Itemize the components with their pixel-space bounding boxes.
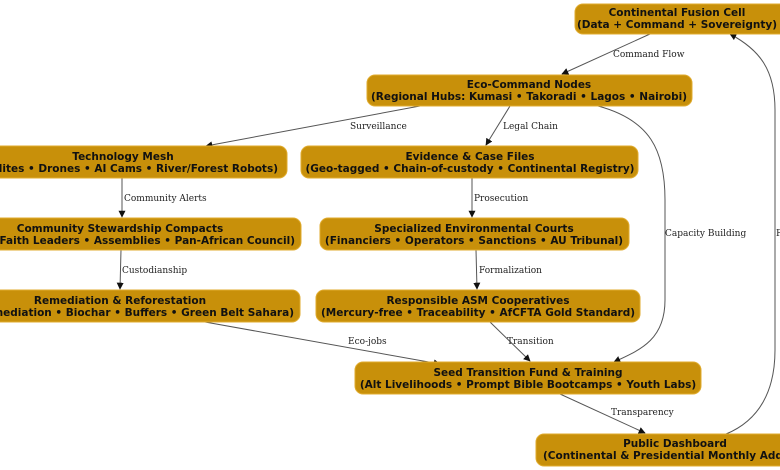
node-community-stewardship-compacts: Community Stewardship Compacts Faith Lea… xyxy=(0,217,302,251)
edge-label: F xyxy=(776,229,780,239)
node-title: Technology Mesh xyxy=(72,151,173,163)
edge-label: Transparency xyxy=(611,408,675,418)
edge-remediation-seed: Eco-jobs xyxy=(204,321,441,367)
node-subtitle: (Financiers • Operators • Sanctions • AU… xyxy=(325,235,623,247)
node-subtitle: (Data + Command + Sovereignty) xyxy=(577,19,777,31)
node-responsible-asm-cooperatives: Responsible ASM Cooperatives (Mercury-fr… xyxy=(315,289,641,323)
edge-tech-community: Community Alerts xyxy=(118,178,207,218)
edge-evidence-courts: Prosecution xyxy=(468,178,528,218)
node-title: Seed Transition Fund & Training xyxy=(433,367,622,379)
edge-label: Custodianship xyxy=(122,266,187,276)
node-remediation-reforestation: Remediation & Reforestation mediation • … xyxy=(0,289,301,323)
edge-label: Legal Chain xyxy=(503,122,558,132)
edge-label: Surveillance xyxy=(350,122,407,132)
edge-label: Eco-jobs xyxy=(348,337,387,347)
edge-courts-asm: Formalization xyxy=(473,249,542,290)
edge-label: Command Flow xyxy=(613,50,685,60)
node-eco-command-nodes: Eco-Command Nodes (Regional Hubs: Kumasi… xyxy=(366,74,693,107)
edge-label: Formalization xyxy=(479,266,542,276)
node-title: Continental Fusion Cell xyxy=(609,7,746,19)
node-title: Eco-Command Nodes xyxy=(467,79,591,91)
node-evidence-case-files: Evidence & Case Files (Geo-tagged • Chai… xyxy=(300,145,639,179)
node-subtitle: (Geo-tagged • Chain-of-custody • Contine… xyxy=(306,163,635,175)
node-title: Evidence & Case Files xyxy=(405,151,534,163)
node-subtitle: (Regional Hubs: Kumasi • Takoradi • Lago… xyxy=(371,91,687,103)
node-subtitle: lites • Drones • AI Cams • River/Forest … xyxy=(0,163,278,175)
edge-label: Capacity Building xyxy=(665,229,746,239)
edge-community-remediation: Custodianship xyxy=(116,249,187,290)
node-subtitle: (Mercury-free • Traceability • AfCFTA Go… xyxy=(321,307,635,319)
node-continental-fusion-cell: Continental Fusion Cell (Data + Command … xyxy=(574,3,780,35)
edge-eco-evidence: Legal Chain xyxy=(485,105,558,146)
edge-label: Community Alerts xyxy=(124,194,207,204)
node-public-dashboard: Public Dashboard (Continental & Presiden… xyxy=(535,433,780,467)
edge-asm-seed: Transition xyxy=(489,321,554,362)
node-title: Specialized Environmental Courts xyxy=(374,223,573,235)
edge-label: Transition xyxy=(507,337,554,347)
node-title: Remediation & Reforestation xyxy=(34,295,206,307)
edge-label: Prosecution xyxy=(474,194,528,204)
edge-eco-seed: Capacity Building xyxy=(597,105,746,363)
edge-dashboard-fusion: F xyxy=(725,33,780,435)
node-subtitle: (Alt Livelihoods • Prompt Bible Bootcamp… xyxy=(360,379,696,391)
node-title: Responsible ASM Cooperatives xyxy=(386,295,569,307)
node-seed-transition-fund: Seed Transition Fund & Training (Alt Liv… xyxy=(354,361,702,395)
node-subtitle: (Continental & Presidential Monthly Add xyxy=(543,450,780,462)
edge-seed-dashboard: Transparency xyxy=(559,393,675,434)
node-specialized-environmental-courts: Specialized Environmental Courts (Financ… xyxy=(319,217,630,251)
node-title: Community Stewardship Compacts xyxy=(17,223,224,235)
node-subtitle: Faith Leaders • Assemblies • Pan-African… xyxy=(0,235,295,247)
edge-eco-tech: Surveillance xyxy=(205,105,421,149)
node-title: Public Dashboard xyxy=(623,438,727,450)
node-subtitle: mediation • Biochar • Buffers • Green Be… xyxy=(0,307,294,319)
edge-fusion-eco: Command Flow xyxy=(561,33,685,75)
node-technology-mesh: Technology Mesh lites • Drones • AI Cams… xyxy=(0,145,288,179)
